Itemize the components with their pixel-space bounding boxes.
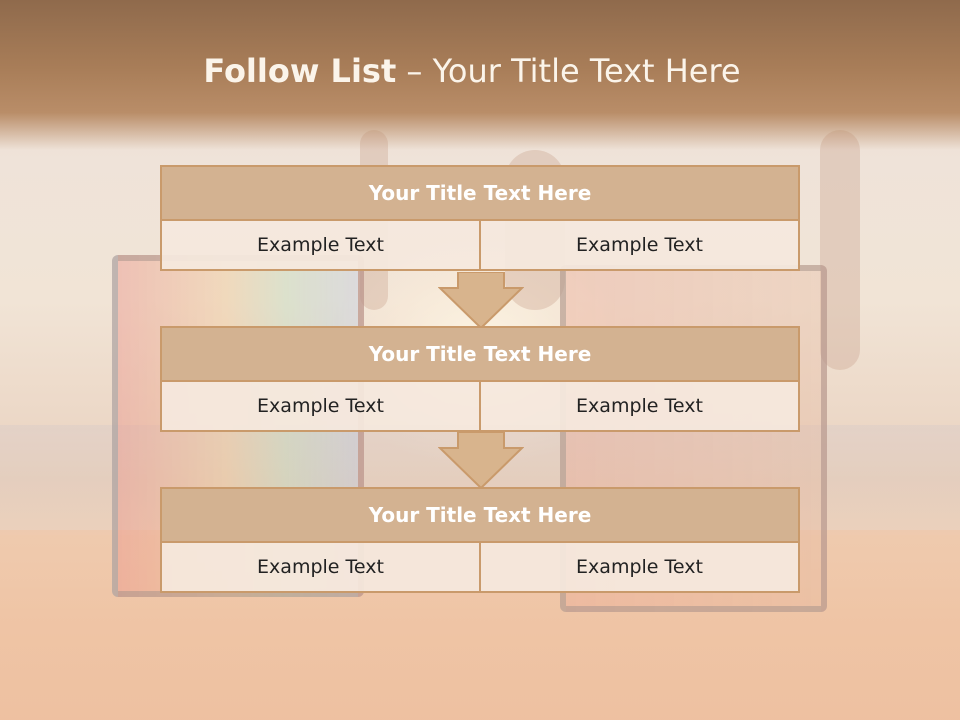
list-block-2: Your Title Text Here Example Text Exampl… <box>160 326 800 432</box>
block-row: Example Text Example Text <box>160 382 800 432</box>
block-title: Your Title Text Here <box>160 165 800 221</box>
slide-title: Follow List – Your Title Text Here <box>0 52 944 90</box>
list-block-3: Your Title Text Here Example Text Exampl… <box>160 487 800 593</box>
down-arrow-icon <box>438 432 524 490</box>
block-row: Example Text Example Text <box>160 221 800 271</box>
block-title: Your Title Text Here <box>160 326 800 382</box>
list-block-1: Your Title Text Here Example Text Exampl… <box>160 165 800 271</box>
down-arrow-icon <box>438 272 524 330</box>
block-cell-right: Example Text <box>479 543 800 593</box>
block-cell-left: Example Text <box>160 221 479 271</box>
slide-title-rest: – Your Title Text Here <box>396 52 741 90</box>
block-cell-left: Example Text <box>160 382 479 432</box>
block-title: Your Title Text Here <box>160 487 800 543</box>
block-cell-right: Example Text <box>479 382 800 432</box>
block-cell-left: Example Text <box>160 543 479 593</box>
slide-title-bold: Follow List <box>203 52 397 90</box>
block-row: Example Text Example Text <box>160 543 800 593</box>
title-band <box>0 0 960 150</box>
block-cell-right: Example Text <box>479 221 800 271</box>
